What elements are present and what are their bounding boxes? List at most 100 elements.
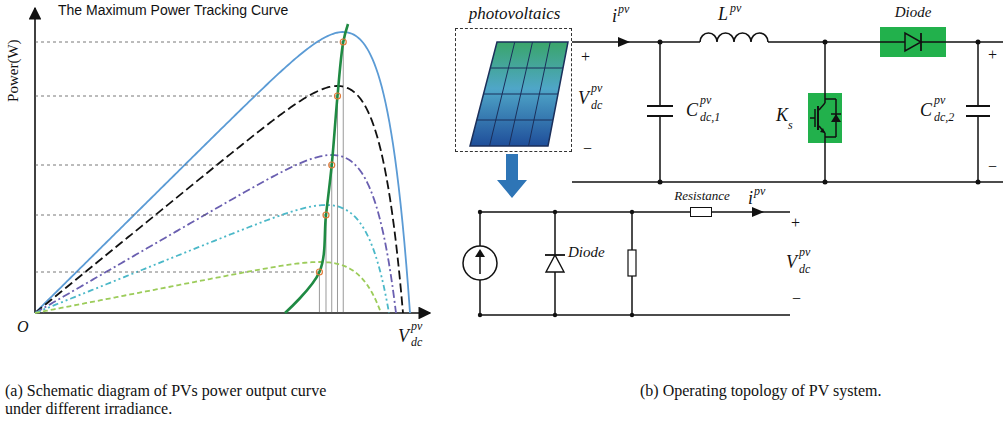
junction-dot [823, 180, 828, 185]
current-label: i [612, 6, 617, 27]
inductor-label: L [718, 4, 728, 25]
power-guide-line [35, 165, 332, 166]
diode-bar [545, 254, 565, 256]
mpp-marker [329, 162, 335, 168]
power-curve [35, 32, 410, 313]
wire [825, 98, 836, 100]
polarity-sign: − [583, 140, 592, 158]
subfigure-caption: (b) Operating topology of PV system. [640, 382, 881, 400]
capacitor-plate [647, 115, 673, 117]
pv-cell-line [477, 120, 553, 121]
junction-dot [478, 210, 482, 214]
wire [819, 126, 825, 133]
subscript: dc [799, 263, 810, 277]
source-arrowhead [475, 249, 485, 257]
node-label: Diode [880, 4, 946, 21]
current-source [463, 246, 497, 280]
wire [480, 314, 790, 316]
subscript: s [788, 119, 793, 133]
shunt-resistor [628, 250, 636, 276]
polarity-sign: + [581, 48, 590, 66]
junction-dot [976, 180, 981, 185]
current-arrow [618, 37, 630, 47]
wire [631, 276, 633, 315]
diode-bar [831, 113, 841, 115]
node-label: photovoltaics [456, 4, 573, 24]
chart-title: The Maximum Power Tracking Curve [58, 2, 288, 18]
zoom-arrow [497, 154, 527, 198]
subscript: dc [411, 336, 422, 350]
source-arrow [479, 256, 481, 274]
axis-label: Power(W) [5, 35, 22, 107]
wire [977, 42, 979, 106]
wire [825, 136, 836, 138]
capacitor-plate [647, 105, 673, 107]
emitter-arrow [820, 128, 825, 133]
wire [977, 116, 979, 182]
origin-label: O [17, 318, 29, 336]
current-label: i [748, 188, 753, 209]
wire [480, 211, 690, 213]
wire [479, 212, 481, 246]
wire [659, 116, 661, 182]
wire [659, 42, 661, 106]
pv-module-box: photovoltaics [455, 28, 572, 152]
wire [824, 42, 826, 93]
superscript: pv [618, 3, 629, 17]
inductor-coil [700, 33, 768, 42]
power-guide-line [35, 272, 319, 273]
pv-power-chart [35, 8, 430, 313]
power-curve [35, 262, 381, 313]
boost-converter [470, 33, 1003, 198]
node-label: Resistance [661, 189, 743, 204]
junction-dot [630, 210, 634, 214]
pv-panel [470, 42, 568, 146]
superscript: pv [799, 246, 810, 260]
mpp-marker [334, 93, 340, 99]
pv-panel-body [470, 42, 568, 146]
superscript: pv [591, 82, 602, 96]
mpp-marker [323, 212, 329, 218]
igbt-gate-lead [810, 117, 815, 119]
switch-box: Ks [808, 93, 842, 143]
subscript: dc,1 [700, 111, 720, 125]
voltage-label: V [786, 252, 797, 273]
power-guide-line [35, 42, 343, 43]
capacitor-label: C [686, 100, 698, 121]
diode-triangle [905, 33, 921, 51]
diode-bar [920, 33, 922, 51]
axis-label: V [398, 326, 409, 347]
superscript: pv [934, 94, 945, 108]
junction-dot [478, 313, 482, 317]
y-axis [34, 8, 36, 313]
series-resistor: Resistance [690, 207, 712, 217]
junction-dot [823, 40, 828, 45]
wire [819, 103, 825, 110]
equivalent-circuit [463, 207, 790, 317]
junction-dot [658, 40, 663, 45]
wire [554, 212, 556, 254]
diode-label: Diode [568, 244, 605, 261]
node-label: K [776, 105, 788, 126]
junction-dot [553, 210, 557, 214]
capacitor-plate [966, 105, 990, 107]
igbt-symbol [808, 93, 842, 143]
wire [824, 93, 826, 103]
power-guide-line [35, 96, 337, 97]
wire [554, 272, 556, 315]
power-curve [35, 205, 389, 313]
polarity-sign: + [988, 46, 997, 64]
polarity-sign: + [791, 214, 800, 232]
power-curve [35, 155, 396, 313]
superscript: pv [700, 94, 711, 108]
diode-symbol [546, 255, 564, 272]
power-curve [35, 86, 403, 313]
junction-dot [658, 180, 663, 185]
superscript: pv [411, 320, 422, 334]
junction-dot [976, 40, 981, 45]
junction-dot [553, 313, 557, 317]
wire [631, 212, 633, 250]
wire [572, 181, 1003, 183]
voltage-guide-line [337, 96, 338, 313]
